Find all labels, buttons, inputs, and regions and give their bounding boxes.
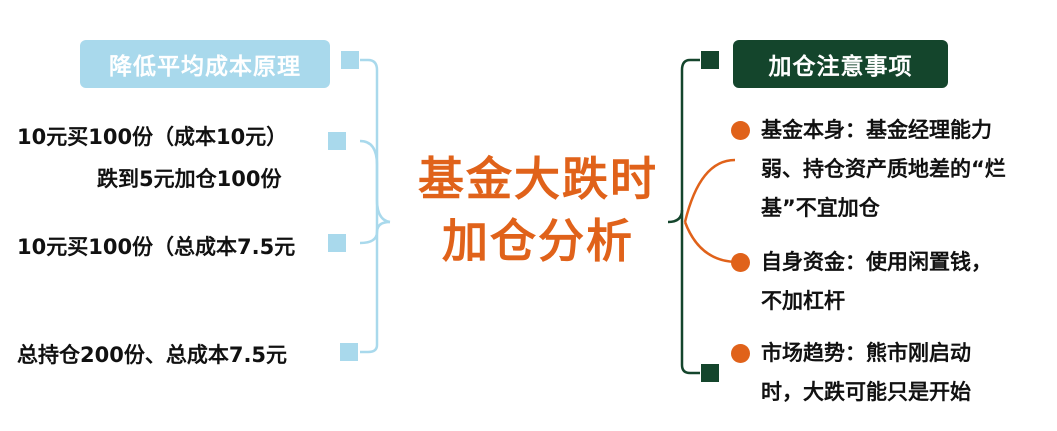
left-item-1-marker-icon (328, 132, 346, 150)
left-connectors (359, 58, 391, 354)
left-title-marker-icon (341, 51, 359, 69)
left-item-1-line2: 跌到5元加仓100份 (97, 167, 282, 191)
left-branch-3 (359, 220, 391, 245)
right-item-1-line2: 弱、持仓资产质地差的“烂 (761, 157, 1006, 181)
right-item-3: 市场趋势：熊市刚启动 时，大跌可能只是开始 (761, 334, 971, 412)
left-bracket-line (360, 58, 379, 354)
right-item-3-line2: 时，大跌可能只是开始 (761, 380, 971, 404)
left-item-3: 总持仓200份、总成本7.5元 (17, 343, 288, 367)
right-item-3-marker-icon (701, 364, 719, 382)
right-branch-title: 加仓注意事项 (733, 40, 948, 88)
right-item-2-line1: 自身资金：使用闲置钱， (761, 250, 992, 274)
right-center-joint (667, 209, 684, 224)
orange-branch-1 (683, 158, 736, 223)
orange-branch-2 (683, 221, 739, 264)
center-topic-line1: 基金大跌时 (418, 152, 658, 206)
center-topic-line2: 加仓分析 (442, 214, 634, 268)
left-item-2: 10元买100份（总成本7.5元 (17, 235, 296, 259)
left-item-2-marker-icon (328, 234, 346, 252)
right-item-3-bullet-icon (731, 344, 750, 363)
right-title-marker-icon (701, 51, 719, 69)
right-item-2: 自身资金：使用闲置钱， 不加杠杆 (761, 243, 992, 321)
right-orange-connectors (683, 158, 739, 264)
left-item-1-line1: 10元买100份（成本10元） (17, 125, 288, 149)
right-connectors (667, 58, 700, 375)
right-item-1: 基金本身：基金经理能力 弱、持仓资产质地差的“烂 基”不宜加仓 (761, 111, 1006, 228)
left-branch-2 (359, 139, 391, 224)
right-item-1-line3: 基”不宜加仓 (761, 196, 880, 220)
right-item-1-bullet-icon (731, 121, 750, 140)
left-item-3-marker-icon (340, 343, 358, 361)
right-bracket-line (680, 58, 700, 375)
right-item-1-line1: 基金本身：基金经理能力 (761, 118, 992, 142)
right-item-3-line1: 市场趋势：熊市刚启动 (761, 341, 971, 365)
left-branch-title: 降低平均成本原理 (80, 40, 330, 88)
right-item-2-bullet-icon (731, 253, 750, 272)
right-item-2-line2: 不加杠杆 (761, 289, 845, 313)
center-topic: 基金大跌时 加仓分析 (388, 148, 688, 272)
